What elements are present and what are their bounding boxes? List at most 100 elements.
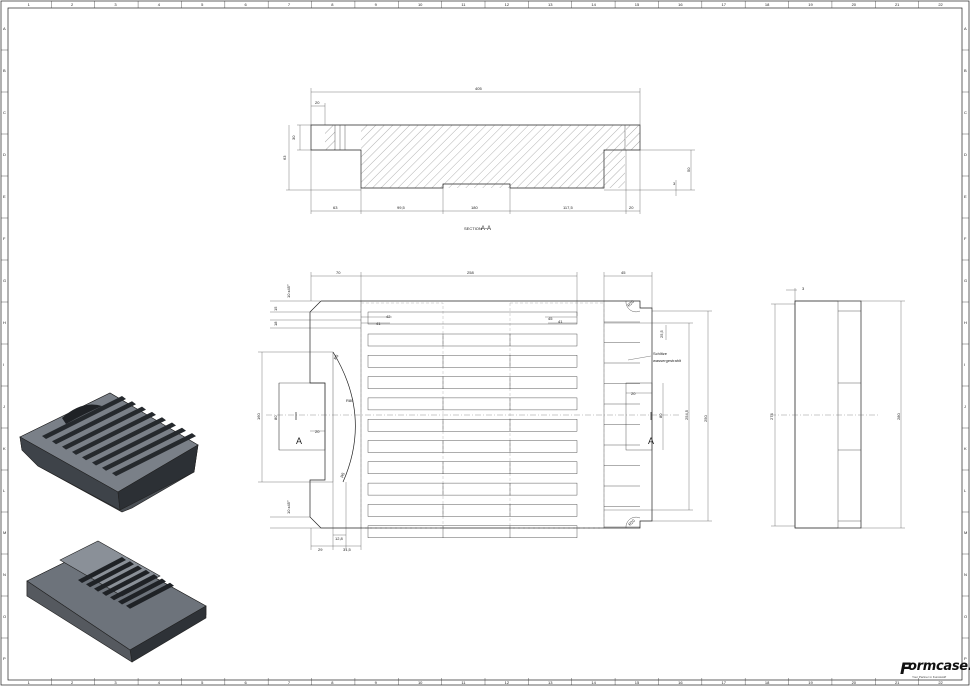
dim-slot-l2: 41 bbox=[376, 321, 381, 326]
grid-row-label: F bbox=[964, 236, 967, 241]
formcase-logo: F ormcase. Your Partner in Kunststoff bbox=[900, 659, 970, 684]
dim-slot-l1: 42 bbox=[386, 314, 391, 319]
slot bbox=[367, 397, 578, 411]
dim-left-height: 160 bbox=[256, 413, 261, 420]
section-hatch-right bbox=[626, 125, 640, 150]
grid-row-label: O bbox=[3, 614, 6, 619]
dim-left-step: 20 bbox=[315, 100, 320, 105]
right-rib-lines bbox=[604, 321, 640, 528]
grid-column-label: 13 bbox=[548, 2, 553, 7]
grid-column-label: 10 bbox=[418, 2, 423, 7]
dim-right-notch: 20 bbox=[631, 391, 636, 396]
dim-chamfer-left: 10 x45° bbox=[286, 284, 291, 298]
grid-column-label: 18 bbox=[765, 680, 770, 685]
grid-row-label: D bbox=[3, 152, 6, 157]
side-view-outline bbox=[794, 300, 862, 529]
grid-column-label: 6 bbox=[245, 2, 248, 7]
grid-column-label: 9 bbox=[375, 680, 378, 685]
logo-tagline: Your Partner in Kunststoff bbox=[912, 675, 947, 679]
section-marker-left: A bbox=[296, 436, 302, 446]
dim-corner-radius-bottom: R20 bbox=[627, 517, 636, 526]
grid-column-label: 18 bbox=[765, 2, 770, 7]
side-dim-right-height: 280 bbox=[896, 413, 901, 420]
grid-row-label: J bbox=[3, 404, 5, 409]
grid-column-label: 14 bbox=[591, 680, 596, 685]
grid-row-label: O bbox=[964, 614, 967, 619]
dim-bottom-1: 29 bbox=[318, 547, 323, 552]
dim-slot-r2: 41 bbox=[558, 319, 563, 324]
slot bbox=[367, 504, 578, 517]
dim-b4: 117,5 bbox=[563, 205, 573, 210]
dim-top-mid: 258 bbox=[467, 270, 474, 275]
grid-reference-labels: 1122334455667788991010111112121313141415… bbox=[3, 2, 967, 685]
grid-column-label: 12 bbox=[505, 680, 510, 685]
callout-line-1: Schlitze bbox=[653, 351, 668, 356]
grid-row-label: G bbox=[3, 278, 6, 283]
grid-column-label: 16 bbox=[678, 2, 683, 7]
callout-line-2: wassergestrahlt bbox=[653, 358, 682, 363]
grid-column-label: 1 bbox=[28, 2, 31, 7]
grid-column-label: 21 bbox=[895, 2, 900, 7]
dim-top-right: 45 bbox=[621, 270, 626, 275]
dim-right-height: 50 bbox=[686, 167, 691, 172]
grid-row-label: I bbox=[3, 362, 4, 367]
iso-view-bottom bbox=[26, 540, 207, 663]
section-hatch-left bbox=[325, 125, 335, 150]
grid-row-label: N bbox=[3, 572, 6, 577]
grid-column-label: 22 bbox=[938, 2, 943, 7]
grid-column-label: 13 bbox=[548, 680, 553, 685]
grid-row-label: G bbox=[964, 278, 967, 283]
slot bbox=[367, 333, 578, 347]
slot bbox=[367, 311, 578, 325]
grid-row-label: C bbox=[964, 110, 967, 115]
grid-column-label: 15 bbox=[635, 2, 640, 7]
logo-name: ormcase. bbox=[908, 659, 970, 674]
grid-row-label: A bbox=[3, 26, 6, 31]
grid-column-label: 7 bbox=[288, 2, 291, 7]
grid-row-label: A bbox=[964, 26, 967, 31]
grid-row-label: N bbox=[964, 572, 967, 577]
dim-left-inner: 80 bbox=[273, 415, 278, 420]
grid-column-label: 11 bbox=[461, 680, 466, 685]
grid-column-label: 7 bbox=[288, 680, 291, 685]
dim-arc-radius: R80 bbox=[346, 398, 354, 403]
dim-right-small: 3 bbox=[673, 181, 676, 186]
side-dim-left-height: 274 bbox=[769, 413, 774, 420]
grid-row-label: M bbox=[3, 530, 6, 535]
dim-chamfer-bottom: 10 x45° bbox=[286, 500, 291, 514]
grid-column-label: 4 bbox=[158, 680, 161, 685]
grid-column-label: 20 bbox=[852, 2, 857, 7]
grid-column-label: 2 bbox=[71, 680, 74, 685]
grid-column-label: 19 bbox=[808, 680, 813, 685]
grid-row-label: M bbox=[964, 530, 967, 535]
grid-column-label: 10 bbox=[418, 680, 423, 685]
dim-height-total: 63 bbox=[282, 155, 287, 160]
grid-row-label: L bbox=[3, 488, 6, 493]
slot bbox=[367, 355, 578, 368]
grid-row-label: I bbox=[964, 362, 965, 367]
grid-column-label: 6 bbox=[245, 680, 248, 685]
side-dim-top: 3 bbox=[802, 286, 805, 291]
grid-row-label: K bbox=[3, 446, 6, 451]
grid-row-label: J bbox=[964, 404, 966, 409]
dim-b1: 63 bbox=[333, 205, 338, 210]
dim-b3: 180 bbox=[471, 205, 478, 210]
section-marker-right: A bbox=[648, 436, 654, 446]
grid-column-label: 4 bbox=[158, 2, 161, 7]
grid-column-label: 17 bbox=[722, 680, 727, 685]
section-hatch-main bbox=[361, 125, 625, 188]
grid-column-label: 16 bbox=[678, 680, 683, 685]
grid-column-label: 9 bbox=[375, 2, 378, 7]
dim-left-notch: 20 bbox=[315, 429, 320, 434]
grid-row-label: H bbox=[964, 320, 967, 325]
grid-row-label: H bbox=[3, 320, 6, 325]
grid-column-label: 19 bbox=[808, 2, 813, 7]
dim-height-inner: 30 bbox=[291, 135, 296, 140]
grid-row-label: P bbox=[3, 656, 6, 661]
side-view: 274 280 3 bbox=[769, 286, 905, 529]
top-view-outline bbox=[309, 300, 653, 529]
grid-column-label: 17 bbox=[722, 2, 727, 7]
top-view: A A 70 258 45 10 x45° 15 18 42 41 45 41 … bbox=[256, 270, 712, 552]
logo-initial: F bbox=[900, 659, 911, 678]
